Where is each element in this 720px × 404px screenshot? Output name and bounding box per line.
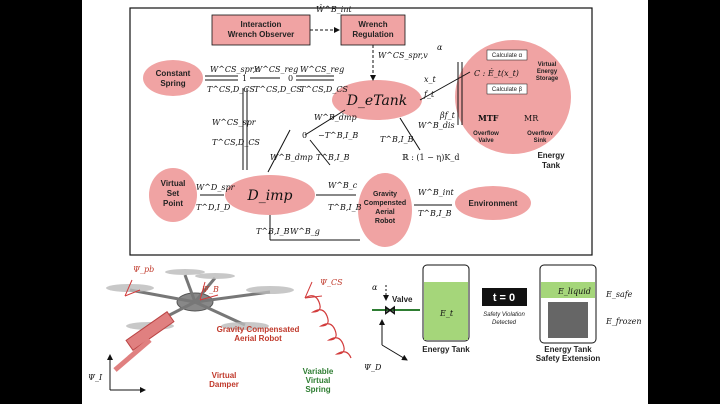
bond-lines	[200, 27, 471, 241]
safety-ext-liquid	[541, 282, 595, 298]
bond-graph-frame	[129, 7, 593, 256]
svg-text:Ŵ^B_int: Ŵ^B_int	[316, 5, 353, 14]
imp-label: D_imp	[247, 188, 293, 204]
t0-label: t = 0	[493, 292, 515, 304]
environment-node	[455, 186, 531, 220]
svg-text:T^B,I_B: T^B,I_B	[418, 209, 452, 218]
energy-tank-fill	[424, 282, 468, 340]
svg-text:W^CS_reg: W^CS_reg	[254, 65, 298, 74]
constant-spring-node	[143, 60, 203, 96]
math-labels: Ŵ^B_int W^CS_spr,v W^CS_spr,c T^CS,D_CS …	[196, 5, 459, 236]
svg-text:W^B_int: W^B_int	[418, 188, 455, 197]
svg-text:T^D,I_D: T^D,I_D	[196, 203, 231, 212]
svg-text:W^D_spr: W^D_spr	[196, 183, 236, 192]
variable-spring	[304, 295, 352, 359]
psi-b-label: Ψ_B	[202, 285, 219, 294]
mr-label: MR	[524, 114, 539, 123]
damper-cylinder	[125, 311, 175, 351]
svg-text:T^CS,D_CS: T^CS,D_CS	[254, 85, 302, 94]
svg-text:−T^B,I_B: −T^B,I_B	[318, 131, 358, 140]
psi-i-label: Ψ_I	[88, 373, 103, 382]
psi-pb-label: Ψ_pb	[133, 265, 154, 274]
svg-text:α: α	[437, 43, 443, 52]
svg-text:0: 0	[302, 131, 307, 140]
svg-text:W^B_dis: W^B_dis	[418, 121, 455, 130]
svg-text:ℝ : (1 − η)K_d: ℝ : (1 − η)K_d	[402, 153, 459, 162]
svg-text:W^B_dmp: W^B_dmp	[270, 153, 313, 162]
safety-ext-frozen	[548, 302, 588, 338]
svg-text:T^CS,D_CS: T^CS,D_CS	[300, 85, 348, 94]
svg-text:T^B,I_B: T^B,I_B	[380, 135, 414, 144]
robot-frame-axes	[124, 279, 323, 301]
imp-node	[225, 175, 315, 215]
energy-tank-node	[455, 40, 571, 154]
svg-text:T^B,I_B: T^B,I_B	[316, 153, 350, 162]
e-liquid-label: E_liquid	[557, 287, 591, 296]
storage-eq: C : Ė_t(x_t)	[474, 69, 519, 78]
svg-text:T^B,I_B: T^B,I_B	[256, 227, 290, 236]
et-label: E_t	[439, 309, 454, 318]
valve-symbol: ⋈	[384, 303, 396, 317]
environment-label: Environment	[469, 199, 518, 208]
psi-d-label: Ψ_D	[364, 363, 382, 372]
calc-alpha-box	[486, 49, 528, 61]
svg-text:T^CS,D_CS: T^CS,D_CS	[207, 85, 255, 94]
psi-cs-label: Ψ_CS	[320, 278, 343, 287]
svg-text:W^B_g: W^B_g	[290, 227, 320, 236]
etank-label: D_eTank	[346, 93, 408, 109]
frame-axes	[107, 319, 408, 393]
virtual-set-point-node	[149, 168, 197, 222]
svg-text:W^CS_reg: W^CS_reg	[300, 65, 344, 74]
svg-text:T^B,I_B: T^B,I_B	[328, 203, 362, 212]
svg-text:W^CS_spr,v: W^CS_spr,v	[378, 51, 428, 60]
svg-text:W^B_c: W^B_c	[328, 181, 358, 190]
calc-beta-label: Calculate β	[492, 87, 523, 93]
svg-text:x_t: x_t	[424, 75, 437, 84]
calc-beta-box	[486, 83, 528, 95]
e-frozen-label: E_frozen	[605, 317, 642, 326]
svg-text:T^CS,D_CS: T^CS,D_CS	[212, 138, 260, 147]
etank-node	[332, 80, 422, 120]
svg-text:βf_t: βf_t	[439, 111, 456, 120]
mtf-label: MTF	[478, 113, 499, 123]
e-safe-label: E_safe	[605, 290, 633, 299]
energy-tank-bottom-label: Energy Tank	[422, 345, 470, 354]
svg-text:f_t: f_t	[423, 90, 435, 99]
svg-text:1: 1	[242, 74, 247, 83]
observer-box	[211, 14, 311, 46]
svg-text:W^CS_spr: W^CS_spr	[212, 118, 257, 127]
valve-label: Valve	[392, 295, 413, 304]
gcar-node	[358, 173, 412, 247]
bottom-alpha-label: α	[372, 283, 378, 292]
svg-text:W^B_dmp: W^B_dmp	[314, 113, 357, 122]
svg-text:W^CS_spr,c: W^CS_spr,c	[210, 65, 260, 74]
svg-text:0: 0	[288, 74, 293, 83]
drone-illustration	[106, 269, 294, 372]
t0-badge	[482, 288, 527, 306]
calc-alpha-label: Calculate α	[492, 53, 523, 59]
